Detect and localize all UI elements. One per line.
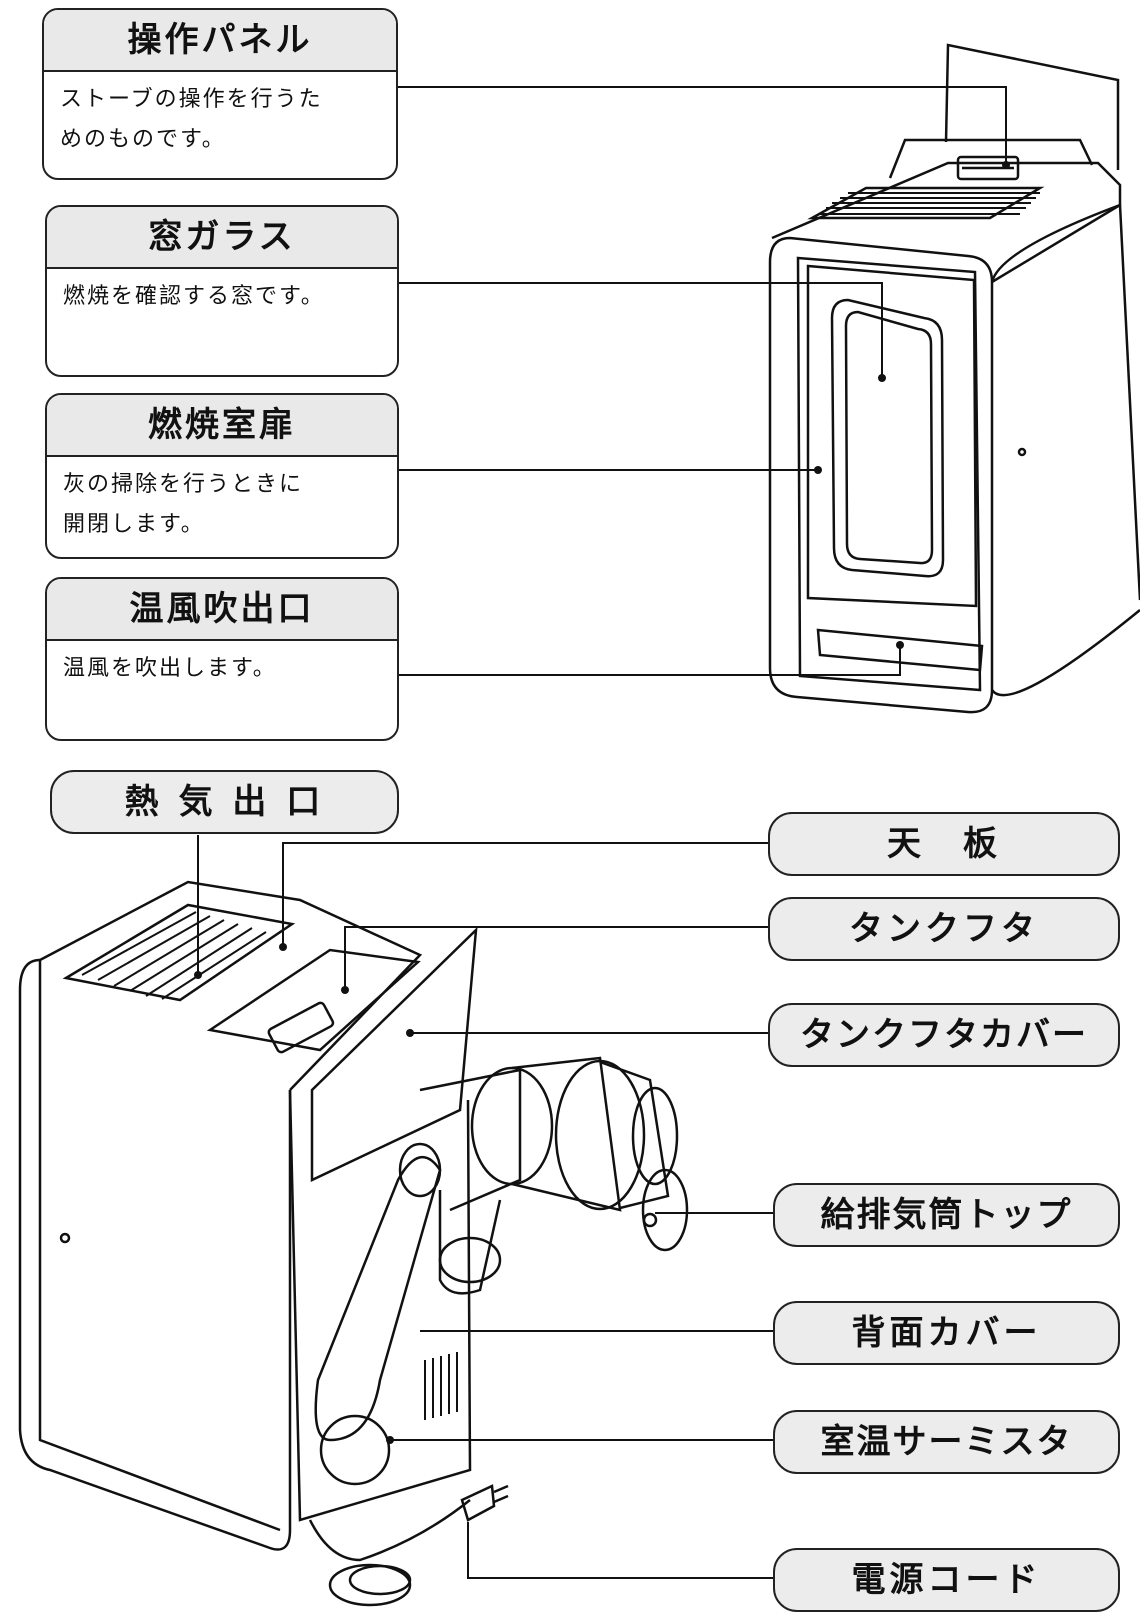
callout-title: 窓ガラス [47, 207, 397, 269]
front-stove-body [768, 43, 1140, 714]
callout-combustion-door: 燃焼室扉 灰の掃除を行うときに 開閉します。 [45, 393, 399, 559]
callout-desc-line: 開閉します。 [63, 512, 205, 537]
label-flue-top: 給排気筒トップ [773, 1183, 1120, 1247]
label-back-cover: 背面カバー [773, 1301, 1120, 1365]
leader-dots [194, 161, 1010, 1444]
callout-description: 温風を吹出します。 [47, 641, 397, 697]
callout-title: 燃焼室扉 [47, 395, 397, 457]
label-tank-lid-cover: タンクフタカバー [768, 1003, 1120, 1067]
callout-description: ストーブの操作を行うた めのものです。 [44, 72, 396, 168]
label-power-cord: 電源コード [773, 1548, 1120, 1612]
callout-description: 燃焼を確認する窓です。 [47, 269, 397, 325]
callout-desc-line: 灰の掃除を行うときに [63, 472, 304, 497]
label-top-plate: 天 板 [768, 812, 1120, 876]
leader-lines [197, 86, 1007, 1579]
label-tank-lid: タンクフタ [768, 897, 1120, 961]
rear-stove-body [18, 880, 689, 1607]
callout-window-glass: 窓ガラス 燃焼を確認する窓です。 [45, 205, 399, 377]
callout-control-panel: 操作パネル ストーブの操作を行うた めのものです。 [42, 8, 398, 180]
callout-desc-line: 燃焼を確認する窓です。 [63, 284, 325, 309]
callout-desc-line: めのものです。 [60, 127, 226, 152]
callout-title: 操作パネル [44, 10, 396, 72]
label-room-temp-thermistor: 室温サーミスタ [773, 1410, 1120, 1474]
label-heat-outlet: 熱 気 出 口 [50, 770, 399, 834]
callout-desc-line: ストーブの操作を行うた [60, 87, 323, 112]
callout-description: 灰の掃除を行うときに 開閉します。 [47, 457, 397, 553]
callout-title: 温風吹出口 [47, 579, 397, 641]
callout-desc-line: 温風を吹出します。 [63, 656, 277, 681]
callout-hot-air-outlet: 温風吹出口 温風を吹出します。 [45, 577, 399, 741]
